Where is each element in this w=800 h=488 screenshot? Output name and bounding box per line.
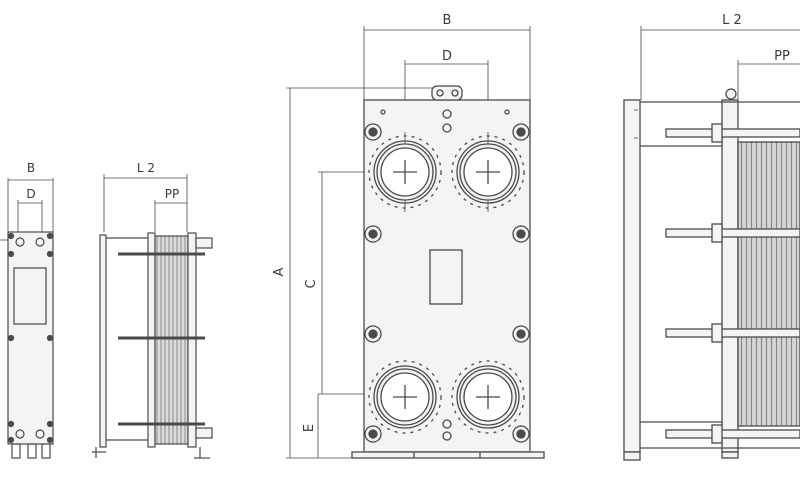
small-side-length-label: L 2 <box>137 161 155 175</box>
large-side-pack-label: PP <box>774 49 790 64</box>
large-front-port-vertical-label: C <box>304 279 319 288</box>
large-front-height-label: A <box>272 267 287 276</box>
large-front-ports <box>368 132 525 434</box>
large-front-width-label: B <box>443 13 452 28</box>
small-front-view <box>0 178 54 459</box>
large-side-length-label: L 2 <box>722 13 742 28</box>
large-side-view <box>623 26 800 461</box>
small-front-width-label: B <box>27 161 35 175</box>
large-front-bottom-offset-label: E <box>302 424 317 432</box>
port-bottom-right <box>451 360 525 434</box>
tie-bars <box>665 123 800 444</box>
small-side-pack-label: PP <box>165 187 179 201</box>
large-front-port-spacing-label: D <box>442 49 452 64</box>
port-top-left <box>368 132 442 212</box>
small-side-view <box>92 174 213 459</box>
port-bottom-left <box>368 360 442 434</box>
small-front-port-spacing-label: D <box>26 187 35 201</box>
port-top-right <box>451 132 525 212</box>
